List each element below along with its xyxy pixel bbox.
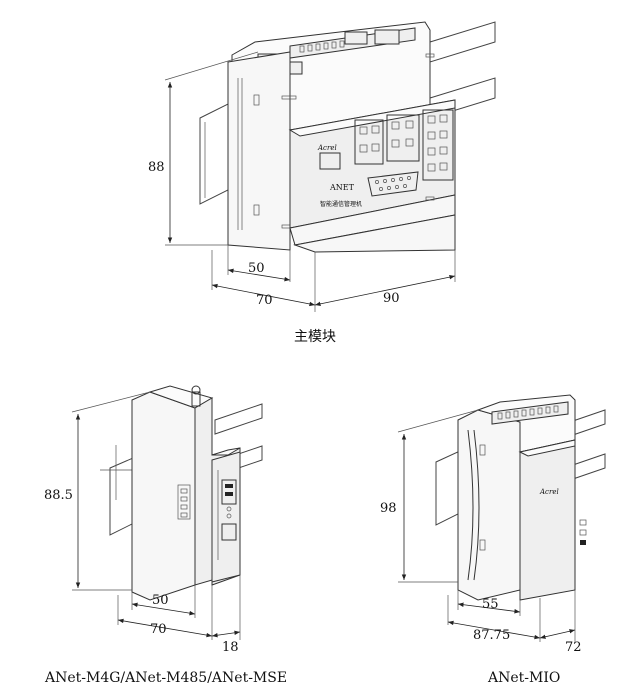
main-product-sublabel: 智能通信管理机 bbox=[320, 200, 362, 208]
comm-terminal-block bbox=[177, 484, 191, 520]
io-front-face bbox=[519, 439, 576, 601]
comm-dim-width: 18 bbox=[222, 640, 239, 655]
main-dim-width: 90 bbox=[383, 291, 400, 306]
comm-module-caption: ANet-M4G/ANet-M485/ANet-MSE bbox=[44, 670, 287, 686]
main-dimensions: 88 50 70 90 bbox=[148, 51, 456, 312]
comm-dim-depth-outer: 70 bbox=[150, 622, 167, 637]
comm-dimensions: 88.5 50 70 18 bbox=[44, 391, 241, 655]
main-dim-depth-outer: 70 bbox=[256, 293, 273, 308]
io-dim-depth-inner: 55 bbox=[482, 597, 499, 612]
io-dim-height: 98 bbox=[380, 501, 397, 516]
io-dim-width: 72 bbox=[565, 640, 582, 655]
led-indicator-grid bbox=[354, 109, 454, 181]
io-brand-label: Acrel bbox=[539, 488, 559, 496]
main-brand-label: Acrel bbox=[317, 144, 337, 152]
io-module-drawing: Acrel 98 55 87.75 72 ANet-MIO bbox=[380, 394, 606, 686]
main-module-caption: 主模块 bbox=[294, 329, 336, 345]
antenna-connector bbox=[191, 385, 201, 407]
comm-dim-height: 88.5 bbox=[44, 488, 73, 503]
main-left-side bbox=[227, 51, 291, 251]
main-product-label: ANET bbox=[329, 183, 355, 192]
io-dim-depth-outer: 87.75 bbox=[473, 628, 510, 643]
comm-dim-depth-inner: 50 bbox=[152, 593, 169, 608]
main-module-drawing: Acrel ANET 智能通信管理机 88 50 bbox=[148, 21, 496, 345]
io-left-side bbox=[457, 409, 521, 601]
io-terminal-strip bbox=[491, 401, 569, 425]
main-dim-height: 88 bbox=[148, 160, 165, 175]
comm-left-side bbox=[131, 391, 196, 601]
comm-module-drawing: 88.5 50 70 18 ANet-M4G/ANet-M485/ANet-MS… bbox=[44, 385, 287, 686]
db9-connector bbox=[367, 171, 419, 197]
main-dim-depth-inner: 50 bbox=[248, 261, 265, 276]
io-dimensions: 98 55 87.75 72 bbox=[380, 409, 582, 655]
io-module-caption: ANet-MIO bbox=[487, 670, 560, 686]
